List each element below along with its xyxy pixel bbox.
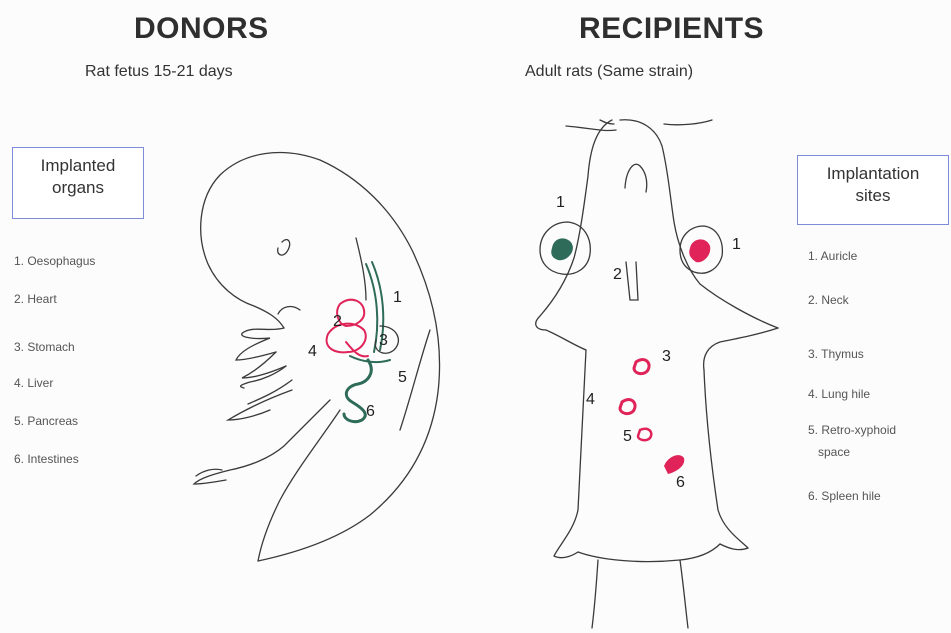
marker-5: 5	[623, 428, 632, 445]
marker-5: 5	[398, 369, 407, 386]
thymus-implant	[634, 360, 649, 374]
marker-1-right: 1	[732, 236, 741, 253]
auricle-left-implant	[551, 238, 573, 260]
marker-4: 4	[308, 343, 317, 360]
lung-hile-implant	[620, 400, 635, 414]
marker-3: 3	[379, 332, 388, 349]
spleen-hile-implant	[664, 455, 684, 474]
marker-6: 6	[366, 403, 375, 420]
rat-outline	[536, 120, 778, 628]
marker-3: 3	[662, 348, 671, 365]
oesophagus-shape	[366, 264, 377, 352]
marker-4: 4	[586, 391, 595, 408]
marker-1-left: 1	[556, 194, 565, 211]
auricle-right-implant	[689, 239, 710, 262]
marker-1: 1	[393, 289, 402, 306]
retro-xyphoid-implant	[638, 429, 651, 440]
marker-2: 2	[333, 313, 342, 330]
marker-2: 2	[613, 266, 622, 283]
recipient-markers: 1 1 2 3 4 5 6	[556, 194, 741, 491]
marker-6: 6	[676, 474, 685, 491]
